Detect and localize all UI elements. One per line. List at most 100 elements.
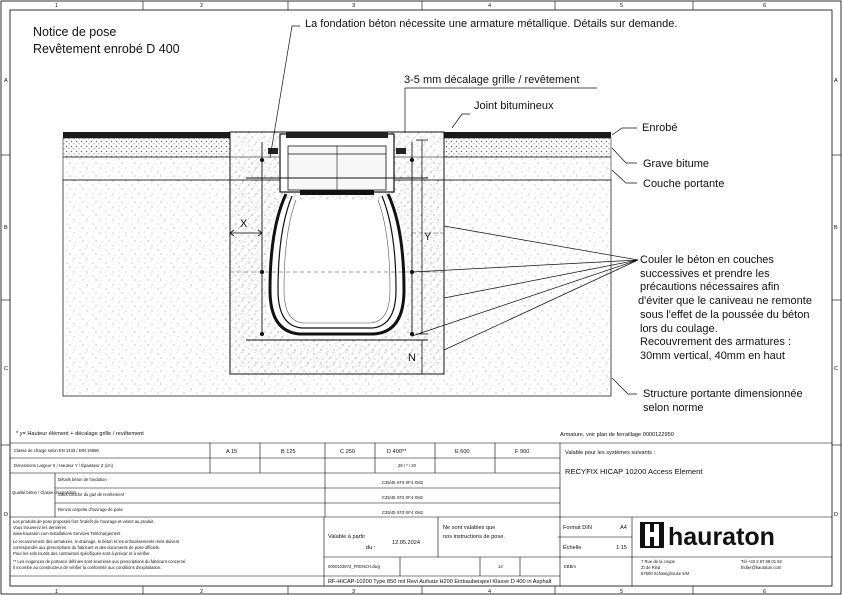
dimension-n — [416, 339, 428, 375]
dimension-y-label: Y — [424, 231, 432, 243]
svg-text:successives et prendre les: successives et prendre les — [640, 268, 770, 280]
inner-frame — [9, 9, 833, 587]
svg-text:lors du coulage.: lors du coulage. — [640, 323, 718, 335]
frame-labels: 1 2 3 4 5 6 1 2 3 4 5 6 A B C D A B C D — [4, 3, 838, 595]
callout-foundation: La fondation béton nécessite une armatur… — [305, 18, 677, 30]
dimension-x-label: X — [240, 218, 248, 230]
concrete-row-value: C35/45 XF3 XF4 XM2 — [382, 495, 424, 500]
valid-for-label: Valable pour les systèmes suivants : — [565, 450, 656, 456]
drawing-author: EBBm — [564, 564, 576, 569]
dimension-x — [229, 229, 263, 237]
class-c250: C 250 — [340, 449, 355, 455]
svg-text:correspondre aux prescriptions: correspondre aux prescriptions du fabric… — [13, 545, 160, 550]
svg-text:30mm vertical, 40mm en haut: 30mm vertical, 40mm en haut — [640, 350, 785, 362]
col-label: 6 — [763, 589, 766, 595]
page-subtitle: Revêtement enrobé D 400 — [33, 42, 180, 56]
col-label: 4 — [488, 589, 491, 595]
format-value: A4 — [620, 525, 627, 531]
col-label: 5 — [620, 3, 623, 9]
drawing-caption: RF-HICAP-10200 Type 850 mit Revi Aufsatz… — [328, 579, 552, 585]
company-address: 7 Rue de la coupe — [641, 559, 676, 564]
disclaimer: Les produits de pose proposés font l'int… — [13, 519, 186, 570]
concrete-header: Qualité béton / Classe d'exposition — [12, 490, 77, 495]
callout-structure-2: selon norme — [643, 402, 704, 414]
load-class-label: Classe de charge selon EN 1433 / DIN 195… — [14, 448, 99, 453]
footnote: * y= Hauteur élément + décalage grille /… — [16, 431, 144, 437]
channel-inner — [286, 200, 388, 321]
company-name: hauraton — [668, 523, 775, 551]
class-f900: F 900 — [515, 449, 529, 455]
callout-enrobe: Enrobé — [642, 122, 677, 134]
callout-beton: Couler le béton en couches successives e… — [638, 254, 812, 362]
svg-text:Les produits de pose proposés: Les produits de pose proposés font l'int… — [13, 519, 155, 524]
svg-text:Vous trouverez les dernières: Vous trouverez les dernières — [13, 525, 66, 530]
dims-label: Dimensions Largeur X / Hauteur Y / Épais… — [14, 463, 114, 468]
col-label: 1 — [55, 3, 58, 9]
class-e600: E 600 — [455, 449, 470, 455]
concrete-row-value: C35/45 XF3 XF4 XM2 — [382, 480, 424, 485]
enrobe-right — [444, 132, 611, 138]
col-label: 1 — [55, 589, 58, 595]
offset-dimension — [404, 87, 597, 132]
company-address: ZI de Rind — [641, 565, 661, 570]
svg-text:d'éviter que le caniveau ne re: d'éviter que le caniveau ne remonte — [638, 295, 812, 307]
callout-joint: Joint bitumineux — [474, 100, 554, 112]
row-label: A — [834, 78, 838, 84]
hauraton-logo-icon — [640, 522, 664, 548]
col-label: 5 — [620, 589, 623, 595]
svg-text:Le recouvrement des armatures,: Le recouvrement des armatures, le draina… — [13, 539, 180, 544]
grating-top — [286, 132, 388, 138]
svg-text:précautions nécessaires afin: précautions nécessaires afin — [640, 281, 779, 293]
svg-text:Recouvrement des armatures :: Recouvrement des armatures : — [640, 336, 791, 348]
row-label: B — [4, 225, 8, 231]
company-tel: Tél +33 3 67 68 01 52 — [741, 559, 783, 564]
format-label: Format DIN — [563, 525, 592, 531]
concrete-row-label: Sous-couche du gaz de revêtement — [58, 492, 125, 497]
reinforcement — [246, 142, 428, 341]
drawing-index: 14 — [498, 564, 503, 569]
validity-date: 12.05.2024 — [392, 540, 420, 546]
company-address: 67500 Schweighouse s/M — [641, 571, 689, 576]
col-label: 2 — [200, 3, 203, 9]
validity-label: Valable à partir — [328, 534, 365, 540]
svg-text:sous l'effet de la poussée du: sous l'effet de la poussée du béton — [640, 309, 809, 321]
page-title: Notice de pose — [33, 25, 116, 39]
callout-grave: Grave bitume — [643, 158, 709, 170]
col-label: 2 — [200, 589, 203, 595]
col-label: 4 — [488, 3, 491, 9]
scale-label: Échelle — [563, 544, 581, 551]
svg-text:Couler le béton en couches: Couler le béton en couches — [640, 254, 774, 266]
callout-structure-1: Structure portante dimensionnée — [643, 388, 803, 400]
callout-couche: Couche portante — [643, 178, 724, 190]
col-label: 3 — [352, 3, 355, 9]
concrete-row-label: Renvoi carpette d'ouvrage de pose — [58, 507, 123, 512]
enrobe-left — [63, 132, 230, 138]
row-label: B — [834, 225, 838, 231]
title-block-grid — [10, 442, 832, 586]
svg-text:Il incombe au constructeur de: Il incombe au constructeur de vérifier l… — [13, 565, 161, 570]
class-b125: B 125 — [281, 449, 296, 455]
drawing-number: 0000103972_FRENCH.dwg — [328, 564, 381, 569]
concrete-row-label: Détails béton de fondation — [58, 477, 107, 482]
concrete-row-value: C35/45 XF3 XF4 XM2 — [382, 510, 424, 515]
grave-bitume-right — [443, 137, 612, 158]
grave-bitume-left — [62, 137, 231, 158]
company-email: fridier@hauraton.com — [741, 565, 782, 570]
class-a15: A 15 — [226, 449, 237, 455]
armature-note: Armature, voir plan de ferraillage 00001… — [560, 432, 674, 438]
row-label: C — [4, 366, 8, 372]
class-d400: D 400** — [387, 449, 407, 455]
col-label: 3 — [352, 589, 355, 595]
row-label: C — [834, 366, 838, 372]
leader-lines — [269, 25, 639, 395]
col-label: 6 — [763, 3, 766, 9]
dimension-n-label: N — [408, 352, 416, 364]
svg-text:Pour les sols lourds des contr: Pour les sols lourds des contraintes spé… — [13, 551, 151, 556]
validity-note-2: nos instructions de pose. — [443, 534, 505, 540]
valid-for-system: RECYFIX HICAP 10200 Access Element — [565, 467, 703, 476]
scale-value: 1:15 — [616, 545, 627, 551]
channel-body — [268, 193, 406, 336]
